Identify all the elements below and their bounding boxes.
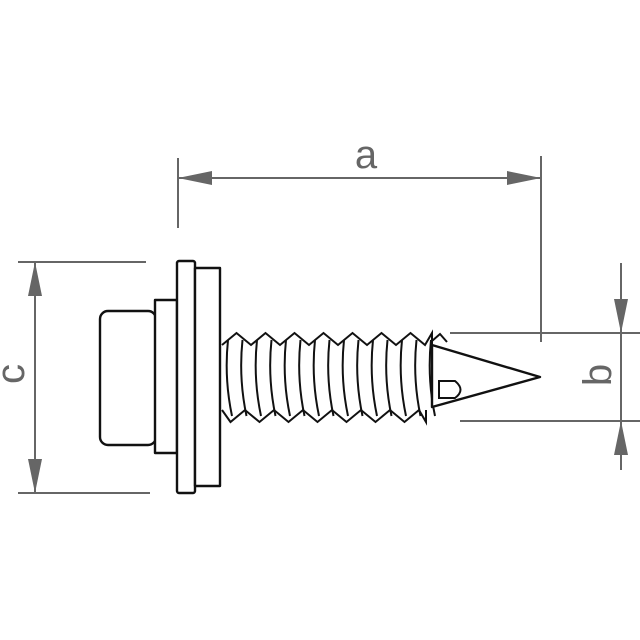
screw — [98, 259, 542, 495]
thread-flank — [254, 339, 262, 417]
dimension-a: a — [177, 133, 542, 342]
dimension-c: c — [0, 261, 150, 494]
thread-flank — [312, 339, 320, 417]
thread-flank — [298, 339, 306, 417]
tip-edge — [431, 332, 448, 343]
washer-seal — [193, 266, 222, 488]
thread-flank — [341, 339, 349, 417]
thread-profile — [221, 329, 433, 347]
drill-tip — [430, 343, 542, 409]
label-b: b — [576, 364, 620, 386]
tip-flute — [438, 380, 462, 399]
thread-profile — [221, 408, 427, 426]
thread-flank — [399, 339, 407, 417]
dimension-b: b — [450, 263, 640, 470]
head-collar — [153, 298, 179, 455]
thread-flank — [240, 339, 248, 417]
washer-steel — [175, 259, 197, 495]
thread-flank — [385, 339, 393, 417]
thread-flank — [414, 339, 422, 417]
label-a: a — [355, 133, 378, 177]
thread-flank — [428, 339, 436, 417]
thread-flank — [269, 339, 277, 417]
label-c: c — [0, 364, 33, 384]
thread — [221, 329, 436, 426]
hex-head — [98, 309, 158, 447]
thread-flank — [327, 339, 335, 417]
thread-flank — [283, 339, 291, 417]
thread-flank — [356, 339, 364, 417]
thread-flank — [370, 339, 378, 417]
thread-flank — [225, 339, 233, 417]
